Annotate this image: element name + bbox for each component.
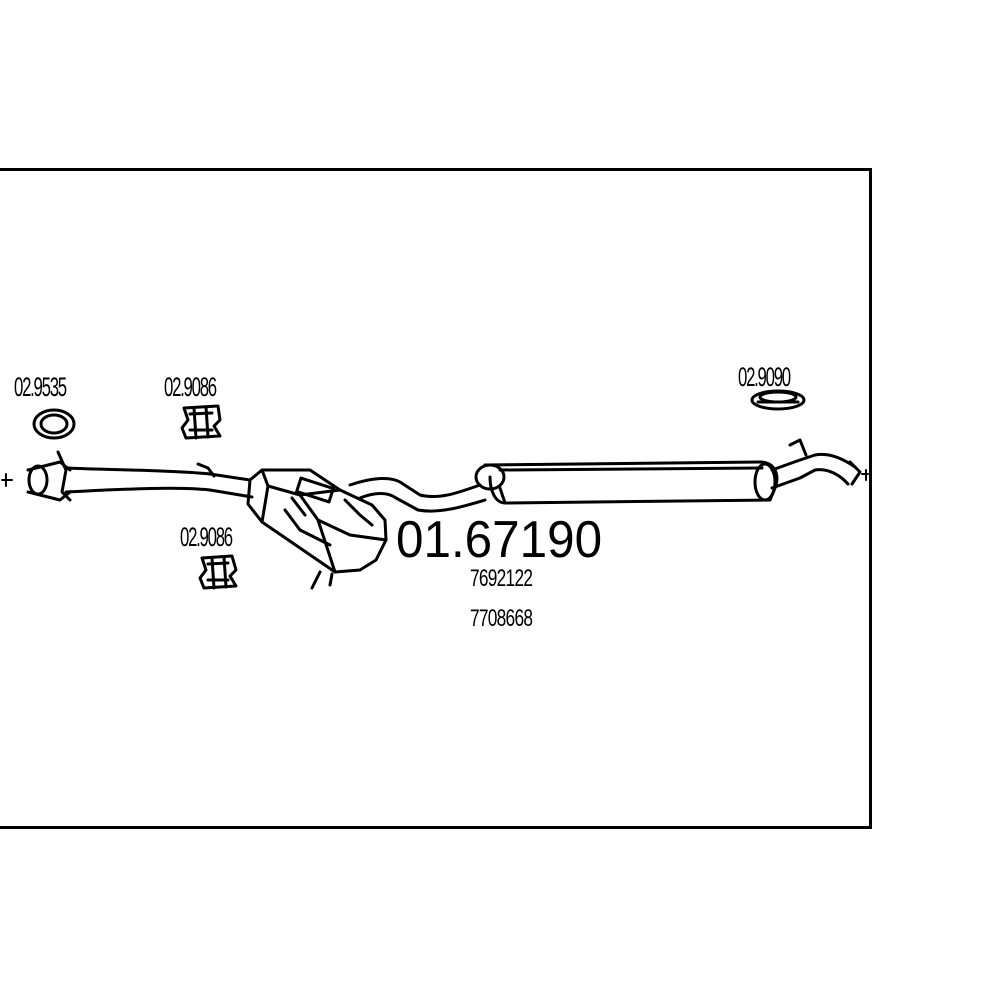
rear-silencer: [474, 460, 779, 505]
tail-pipe: [770, 438, 869, 490]
inlet-flange: [1, 450, 72, 502]
oe-number: 7708668: [470, 605, 533, 632]
accessory-label: 02.9090: [738, 362, 791, 392]
rubber-mount-icon: [198, 554, 238, 590]
gasket-ring-icon: [32, 408, 76, 440]
rubber-mount-icon: [180, 404, 222, 440]
accessory-label: 02.9086: [164, 372, 217, 402]
front-pipe: [64, 462, 254, 499]
rubber-mount-icon: [750, 389, 806, 411]
middle-silencer: [246, 468, 388, 590]
mid-pipe: [348, 476, 487, 513]
diagram-frame: [0, 168, 872, 829]
main-part-number: 01.67190: [396, 511, 603, 569]
accessory-label: 02.9535: [14, 372, 67, 402]
oe-number: 7692122: [470, 565, 533, 592]
accessory-label: 02.9086: [180, 522, 233, 552]
